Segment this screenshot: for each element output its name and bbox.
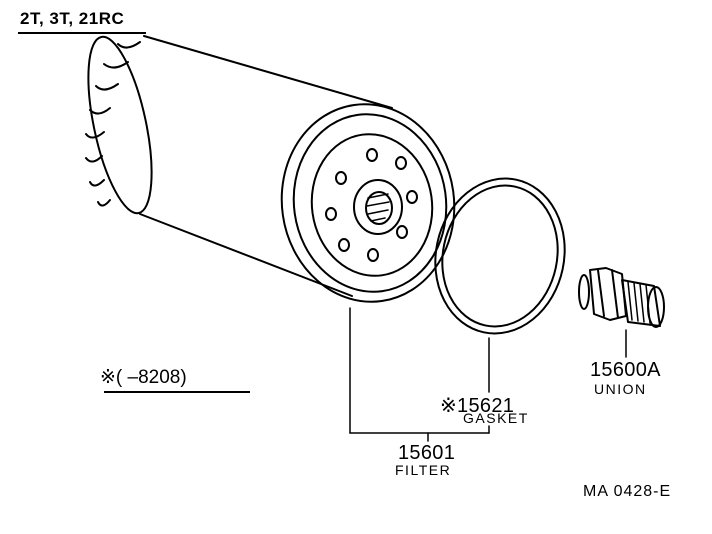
filter-top-edge bbox=[143, 35, 393, 109]
filter-bottom-edge bbox=[139, 213, 353, 297]
gasket-part-name: GASKET bbox=[463, 410, 529, 426]
filter-part-number: 15601 bbox=[398, 442, 456, 464]
gasket-part-number: ※15621 bbox=[440, 395, 515, 417]
filter-thread-lines bbox=[366, 193, 390, 222]
filter-bypass-holes bbox=[325, 148, 418, 262]
filter-part-name: FILTER bbox=[395, 462, 452, 478]
filter-base-outer-rim bbox=[280, 103, 456, 303]
union-part-number: 15600A bbox=[590, 359, 661, 381]
serial-range-underline bbox=[104, 391, 250, 393]
gasket-drawing bbox=[434, 177, 566, 335]
filter-base-plate bbox=[310, 133, 434, 277]
filter-rear-flutes bbox=[85, 41, 141, 207]
union-seat bbox=[578, 274, 590, 310]
filter-center-thread-inner bbox=[365, 191, 393, 225]
union-hex-nut bbox=[589, 267, 627, 321]
oil-filter-drawing bbox=[85, 35, 456, 303]
filter-center-thread-outer bbox=[353, 179, 403, 235]
gasket-inner-ring bbox=[441, 184, 559, 328]
filter-rear-end bbox=[87, 35, 153, 215]
leader-lines bbox=[349, 307, 627, 442]
engine-models-label: 2T, 3T, 21RC bbox=[20, 9, 125, 28]
union-hex-edge-1 bbox=[597, 269, 605, 317]
union-end-face bbox=[647, 286, 665, 328]
serial-range-note: ※( –8208) bbox=[100, 367, 187, 388]
union-hex-edge-2 bbox=[611, 269, 619, 319]
filter-base-inner-rim bbox=[292, 113, 448, 293]
union-drawing bbox=[578, 267, 665, 328]
gasket-outer-ring bbox=[434, 177, 566, 335]
union-part-name: UNION bbox=[594, 381, 647, 397]
figure-reference-code: MA 0428-E bbox=[583, 483, 672, 500]
engine-models-underline bbox=[18, 32, 146, 34]
union-thread-lines bbox=[627, 281, 651, 324]
